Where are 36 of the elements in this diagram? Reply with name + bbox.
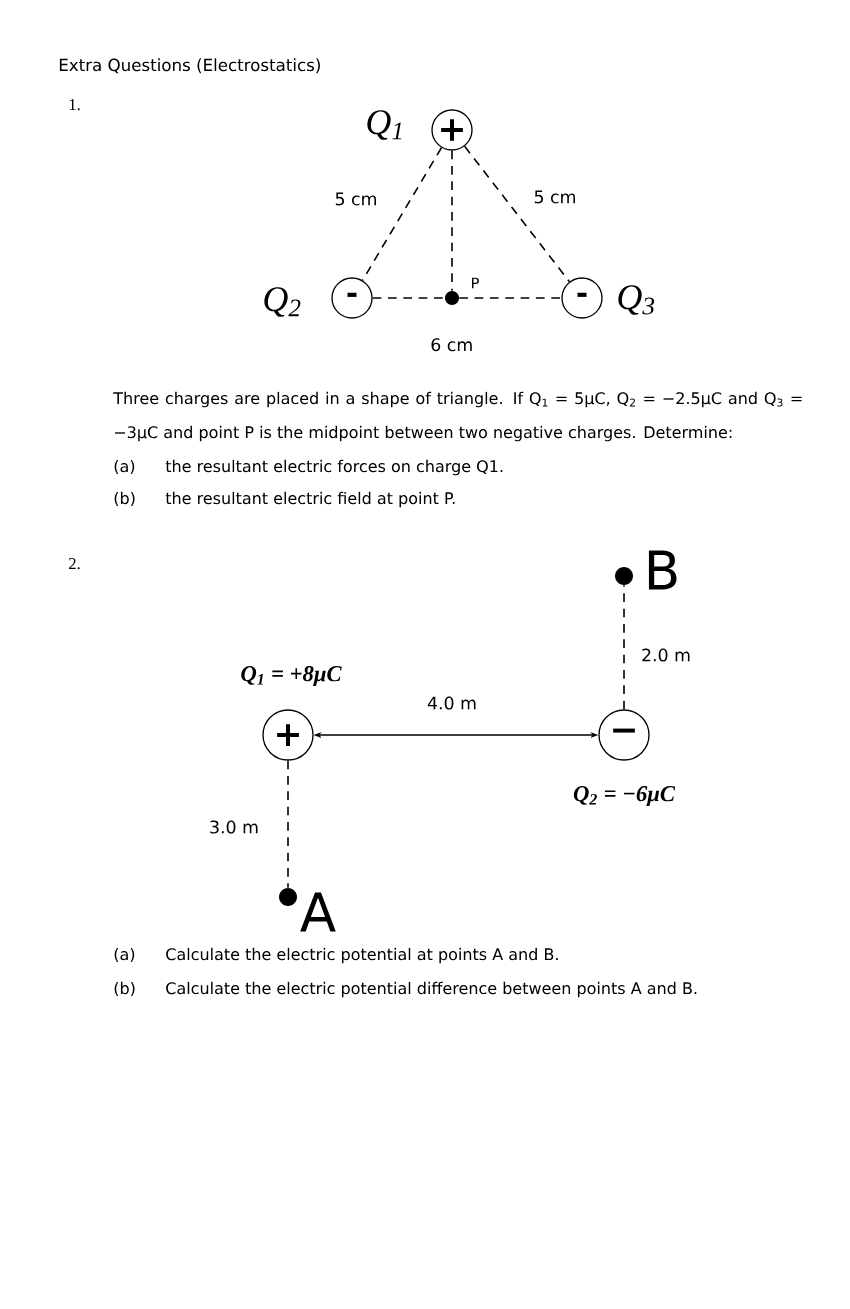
question-text: Calculate the electric potential at points A and B.	[166, 947, 558, 964]
charge-label: Q$_{1}$	[367, 110, 402, 140]
connector-line	[463, 145, 571, 283]
dimension-label: 6 cm	[431, 338, 472, 352]
connector-line	[287, 759, 289, 889]
part-marker: (b)	[114, 491, 135, 507]
part-marker: (b)	[114, 981, 135, 997]
charge-label: Q$_{3}$	[618, 285, 655, 315]
point-dot	[445, 291, 459, 305]
charge-label: Q$_{2}$ = −6μC	[573, 786, 676, 806]
charge-label: Q$_{1}$ = +8μC	[241, 666, 342, 686]
part-marker: (a)	[114, 459, 135, 475]
connector-line	[623, 584, 625, 711]
question-text: Three charges are placed in a shape of triangle. If Q$_{1}$ = 5μC, Q$_{2}$ = −2.5μC and Q$_{3}$ = −3μC and point P is the midpoint between two negative charges. Determine:	[113, 391, 802, 442]
point-dot	[279, 888, 297, 906]
point-dot	[615, 567, 633, 585]
dimension-label: 5 cm	[335, 192, 376, 206]
point-label: B	[648, 550, 677, 590]
question-text: Calculate the electric potential difference between points A and B.	[166, 981, 697, 998]
connector-line	[371, 297, 446, 299]
connector-line	[361, 146, 443, 282]
question-number: 1.	[69, 99, 80, 111]
question-number: 2.	[69, 557, 80, 570]
dimension-label: 4.0 m	[427, 696, 476, 710]
connector-line	[458, 297, 563, 299]
part-marker: (a)	[114, 947, 135, 963]
charge-label: Q$_{2}$	[264, 287, 301, 317]
dimension-label: 2.0 m	[642, 648, 690, 662]
question-text: the resultant electric forces on charge Q1.	[165, 459, 503, 476]
dimension-label: 3.0 m	[210, 820, 258, 834]
question-text: the resultant electric field at point P.	[165, 491, 455, 508]
point-label: P	[472, 277, 479, 289]
dimension-label: 5 cm	[534, 190, 575, 204]
title: Extra Questions (Electrostatics)	[59, 58, 320, 74]
connector-line	[451, 149, 453, 292]
point-label: A	[300, 892, 336, 932]
